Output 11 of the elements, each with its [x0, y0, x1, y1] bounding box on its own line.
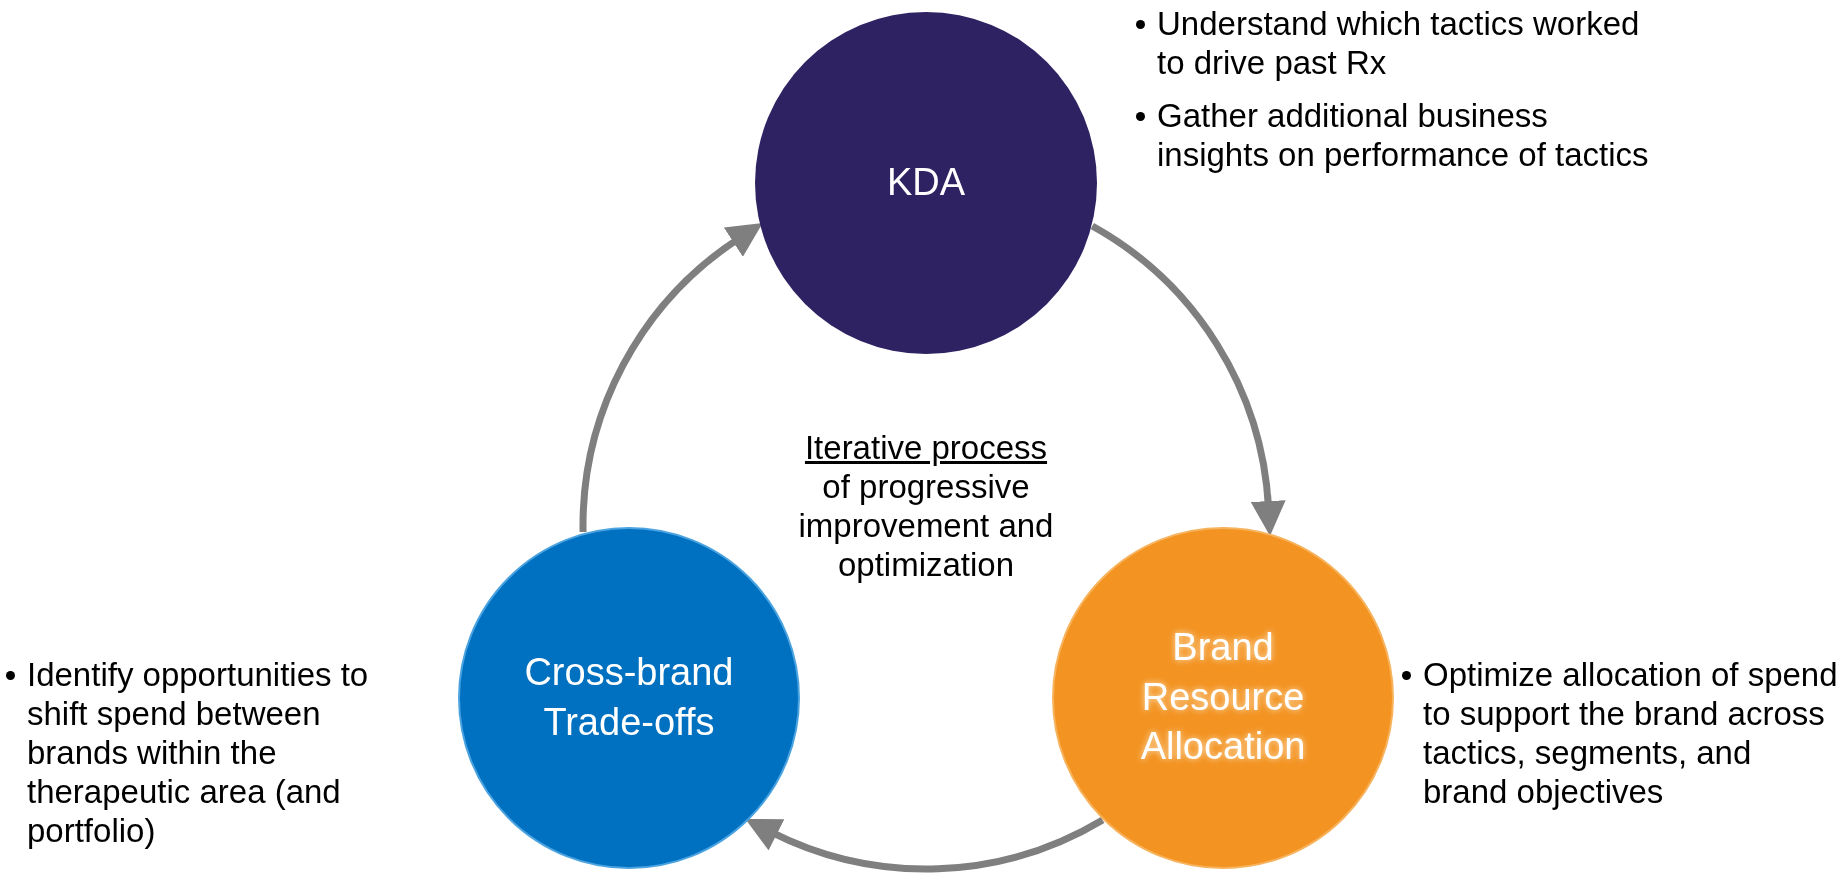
description-text: of progressive improvement and optimization: [797, 467, 1055, 584]
bullet-text: Gather additional business insights on performance of tactics: [1157, 96, 1650, 174]
node-title: Cross-brand Trade-offs: [523, 650, 735, 745]
bullet-text: Optimize allocation of spend to support the brand across tactics, segments, and brand objectives: [1423, 655, 1839, 811]
curved-arrow: [579, 221, 762, 533]
bullet-text: Identify opportunities to shift spend between brands within the therapeutic area (and portfolio): [27, 655, 370, 850]
bullet-text: Understand which tactics worked to drive past Rx: [1157, 4, 1641, 82]
curved-arrow: [1090, 223, 1286, 536]
node-title: Brand Resource Allocation: [1139, 625, 1307, 770]
node-title: KDA: [886, 160, 966, 206]
heading-text: Iterative process: [804, 428, 1048, 467]
